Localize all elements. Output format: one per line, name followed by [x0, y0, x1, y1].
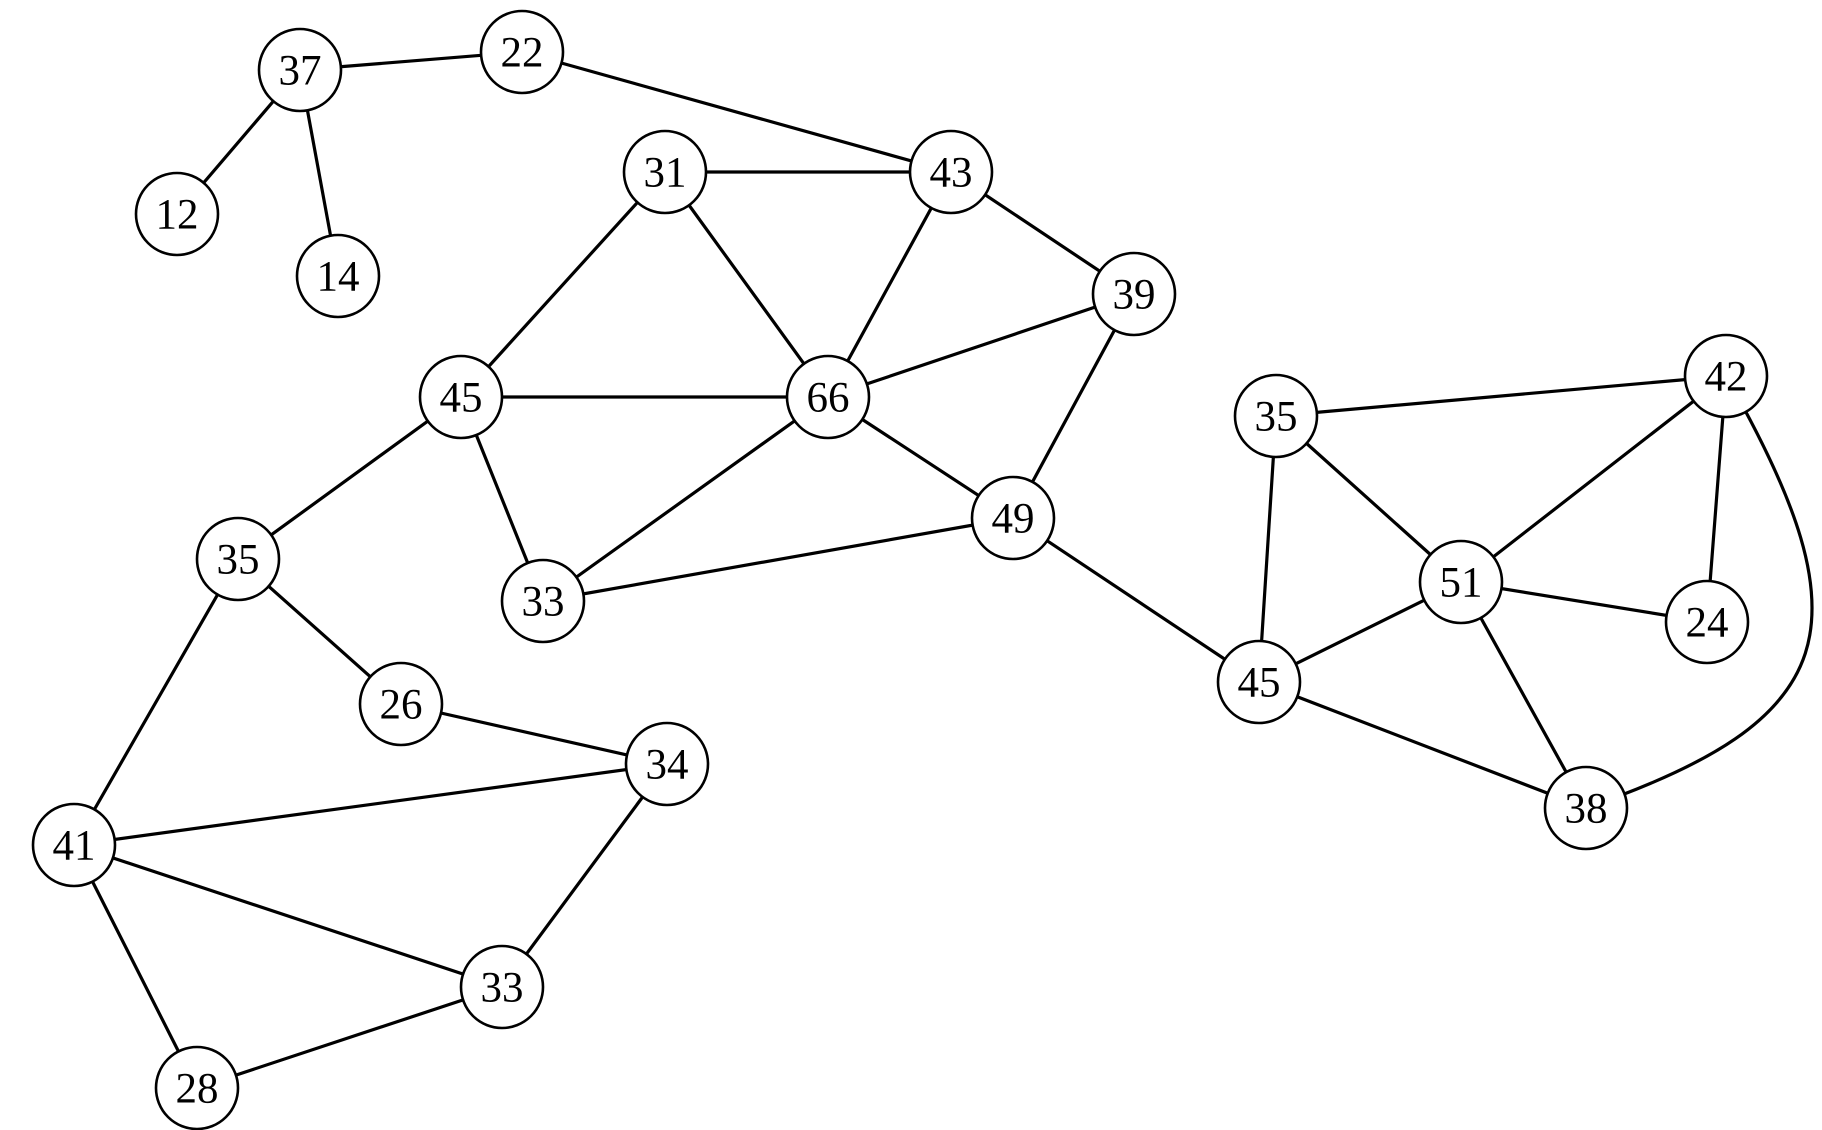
node-circle: [134, 171, 220, 257]
node-label: 35: [217, 537, 260, 584]
node-n35a: 35: [195, 516, 281, 602]
node-n49: 49: [970, 475, 1056, 561]
node-n12: 12: [134, 171, 220, 257]
edge-n41-n34: [72, 762, 669, 847]
node-n31: 31: [622, 129, 708, 215]
edge-n31-n66: [663, 170, 830, 399]
node-n24: 24: [1664, 579, 1750, 665]
node-n28: 28: [154, 1045, 240, 1130]
node-circle: [500, 558, 586, 644]
edge-n41-n33b: [72, 843, 504, 989]
edges-layer: [72, 50, 1814, 1090]
node-circle: [479, 9, 565, 95]
node-n39: 39: [1091, 251, 1177, 337]
node-circle: [154, 1045, 240, 1130]
node-label: 33: [522, 579, 565, 626]
edge-n41-n28: [72, 843, 199, 1090]
edge-n39-n66: [826, 292, 1136, 399]
node-n34: 34: [624, 721, 710, 807]
node-n33a: 33: [500, 558, 586, 644]
node-n45a: 45: [418, 354, 504, 440]
node-label: 38: [1565, 786, 1608, 833]
node-circle: [908, 129, 994, 215]
node-circle: [459, 944, 545, 1030]
node-label: 12: [156, 192, 199, 239]
edge-n39-n49: [1011, 292, 1136, 520]
node-n41: 41: [31, 802, 117, 888]
edge-n49-n45b: [1011, 516, 1261, 684]
node-label: 42: [1705, 354, 1748, 401]
node-label: 31: [644, 150, 687, 197]
nodes-layer: 37 22 12 14 31 43 39 45 66 49 35 33 26 34 41 33 28 35 42 51…: [31, 9, 1769, 1130]
node-circle: [1683, 333, 1769, 419]
node-circle: [195, 516, 281, 602]
node-label: 26: [380, 682, 423, 729]
node-label: 34: [646, 742, 689, 789]
edge-n42-n38: [1584, 374, 1814, 810]
edge-n22-n43: [520, 50, 953, 174]
node-n66: 66: [785, 354, 871, 440]
node-label: 37: [279, 48, 322, 95]
node-label: 45: [1238, 660, 1281, 707]
node-n51: 51: [1418, 539, 1504, 625]
node-n42: 42: [1683, 333, 1769, 419]
edge-n34-n33b: [500, 762, 669, 989]
node-label: 14: [317, 254, 360, 301]
node-n14: 14: [295, 233, 381, 319]
node-circle: [970, 475, 1056, 561]
edge-n26-n34: [399, 702, 669, 766]
edge-n33a-n49: [541, 516, 1015, 603]
node-circle: [1543, 765, 1629, 851]
node-n33b: 33: [459, 944, 545, 1030]
node-n45b: 45: [1216, 639, 1302, 725]
edge-n35b-n45b: [1257, 414, 1278, 684]
node-label: 24: [1686, 600, 1729, 647]
node-label: 43: [930, 150, 973, 197]
node-label: 51: [1440, 560, 1483, 607]
node-circle: [1418, 539, 1504, 625]
node-circle: [1216, 639, 1302, 725]
edge-n35b-n42: [1274, 374, 1728, 418]
node-label: 22: [501, 30, 544, 77]
node-n35b: 35: [1233, 373, 1319, 459]
node-circle: [624, 721, 710, 807]
node-label: 66: [807, 375, 850, 422]
edge-n31-n45a: [459, 170, 667, 399]
edge-n45b-n38: [1257, 680, 1588, 810]
node-circle: [295, 233, 381, 319]
node-circle: [1664, 579, 1750, 665]
node-circle: [257, 27, 343, 113]
edge-n33b-n28: [195, 985, 504, 1090]
node-label: 28: [176, 1066, 219, 1113]
node-circle: [1091, 251, 1177, 337]
node-label: 33: [481, 965, 524, 1012]
node-n22: 22: [479, 9, 565, 95]
node-n43: 43: [908, 129, 994, 215]
node-circle: [418, 354, 504, 440]
edge-n66-n33a: [541, 395, 830, 603]
node-circle: [622, 129, 708, 215]
node-label: 45: [440, 375, 483, 422]
node-circle: [785, 354, 871, 440]
node-n26: 26: [358, 661, 444, 747]
edge-n45a-n35a: [236, 395, 463, 561]
edge-n42-n51: [1459, 374, 1728, 584]
edge-n51-n38: [1459, 580, 1588, 810]
node-label: 39: [1113, 272, 1156, 319]
node-label: 41: [53, 823, 96, 870]
edge-n35a-n41: [72, 557, 240, 847]
node-circle: [31, 802, 117, 888]
node-circle: [358, 661, 444, 747]
edge-n43-n66: [826, 170, 953, 399]
node-n37: 37: [257, 27, 343, 113]
node-label: 35: [1255, 394, 1298, 441]
node-label: 49: [992, 496, 1035, 543]
node-circle: [1233, 373, 1319, 459]
node-n38: 38: [1543, 765, 1629, 851]
